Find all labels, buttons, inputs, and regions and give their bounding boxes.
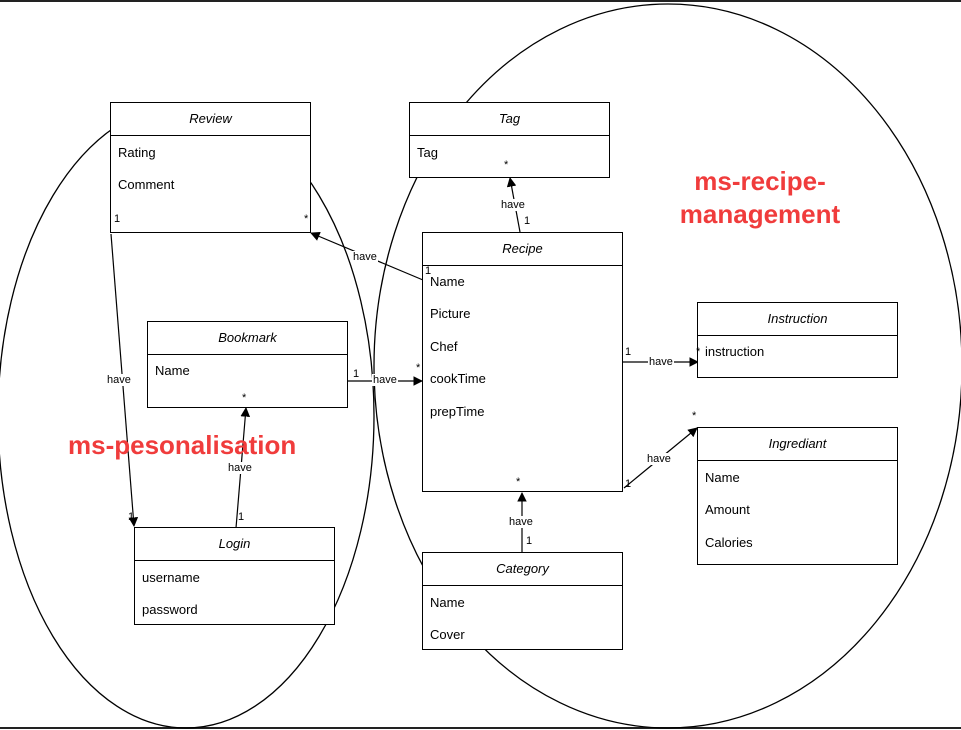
review-class[interactable]: Review Rating Comment bbox=[110, 102, 311, 233]
top-border bbox=[0, 0, 961, 2]
recipe-class-name: Recipe bbox=[423, 233, 622, 266]
relation-label-bookmark-recipe: have bbox=[372, 374, 398, 386]
relation-label-recipe-instruction: have bbox=[648, 356, 674, 368]
mult-recipe-instruction-target: * bbox=[696, 346, 701, 358]
category-class-name: Category bbox=[423, 553, 622, 586]
bottom-border bbox=[0, 727, 961, 729]
bookmark-class-name: Bookmark bbox=[148, 322, 347, 355]
recipe-management-group-label-line2: management bbox=[679, 199, 841, 229]
mult-category-recipe-source: 1 bbox=[526, 535, 533, 547]
ingrediant-attr-calories: Calories bbox=[705, 535, 753, 550]
category-attr-cover: Cover bbox=[430, 627, 465, 642]
login-class-name: Login bbox=[135, 528, 334, 561]
relation-label-review-login: have bbox=[106, 374, 132, 386]
mult-login-bookmark-source: 1 bbox=[238, 511, 245, 523]
login-attr-username: username bbox=[142, 570, 200, 585]
mult-recipe-review-source: 1 bbox=[425, 265, 432, 277]
ingrediant-attr-amount: Amount bbox=[705, 502, 750, 517]
mult-recipe-tag-target: * bbox=[504, 159, 509, 171]
tag-class-name: Tag bbox=[410, 103, 609, 136]
review-attr-comment: Comment bbox=[118, 177, 175, 192]
mult-recipe-tag-source: 1 bbox=[524, 215, 531, 227]
tag-attr-tag: Tag bbox=[417, 145, 438, 160]
review-class-name: Review bbox=[111, 103, 310, 136]
bookmark-class[interactable]: Bookmark Name bbox=[147, 321, 348, 408]
instruction-class-name: Instruction bbox=[698, 303, 897, 336]
ingrediant-class[interactable]: Ingrediant Name Amount Calories bbox=[697, 427, 898, 565]
category-attr-name: Name bbox=[430, 595, 465, 610]
recipe-attr-picture: Picture bbox=[430, 306, 471, 321]
bookmark-attr-name: Name bbox=[155, 363, 190, 378]
category-class[interactable]: Category Name Cover bbox=[422, 552, 623, 650]
recipe-management-group-label-line1: ms-recipe- bbox=[694, 166, 826, 196]
recipe-attr-cooktime: cookTime bbox=[430, 371, 486, 386]
mult-recipe-review-target: * bbox=[304, 213, 309, 225]
review-attr-rating: Rating bbox=[118, 145, 156, 160]
relation-label-recipe-ingrediant: have bbox=[646, 453, 672, 465]
instruction-class[interactable]: Instruction instruction bbox=[697, 302, 898, 378]
tag-class[interactable]: Tag Tag bbox=[409, 102, 610, 178]
mult-recipe-ingrediant-target: * bbox=[692, 410, 697, 422]
mult-bookmark-recipe-source: 1 bbox=[353, 368, 360, 380]
ingrediant-class-name: Ingrediant bbox=[698, 428, 897, 461]
mult-review-login-source: 1 bbox=[114, 213, 121, 225]
mult-recipe-ingrediant-source: 1 bbox=[625, 478, 632, 490]
relation-label-category-recipe: have bbox=[508, 516, 534, 528]
mult-bookmark-recipe-target: * bbox=[416, 362, 421, 374]
login-attr-password: password bbox=[142, 602, 198, 617]
recipe-management-boundary bbox=[373, 3, 961, 729]
mult-login-bookmark-target: * bbox=[242, 392, 247, 404]
relation-label-recipe-review: have bbox=[352, 251, 378, 263]
login-class[interactable]: Login username password bbox=[134, 527, 335, 625]
recipe-class[interactable]: Recipe Name Picture Chef cookTime prepTi… bbox=[422, 232, 623, 492]
recipe-attr-chef: Chef bbox=[430, 339, 458, 354]
personalisation-group-label: ms-pesonalisation bbox=[68, 430, 297, 460]
recipe-attr-preptime: prepTime bbox=[430, 404, 485, 419]
ingrediant-attr-name: Name bbox=[705, 470, 740, 485]
instruction-attr-instruction: instruction bbox=[705, 344, 765, 359]
relation-label-login-bookmark: have bbox=[227, 462, 253, 474]
recipe-attr-name: Name bbox=[430, 274, 465, 289]
mult-review-login-target: 1 bbox=[128, 511, 135, 523]
mult-recipe-instruction-source: 1 bbox=[625, 346, 632, 358]
relation-label-recipe-tag: have bbox=[500, 199, 526, 211]
mult-category-recipe-target: * bbox=[516, 476, 521, 488]
